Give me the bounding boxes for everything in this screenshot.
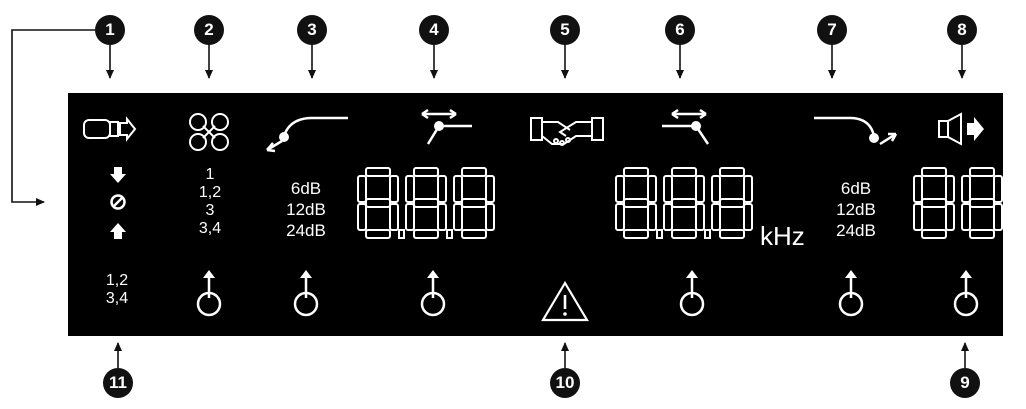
callout-3-badge: 3 xyxy=(297,15,327,45)
lowpass-crossover-icon xyxy=(662,108,710,145)
segment-digit xyxy=(615,167,663,239)
channel-option: 3 xyxy=(205,202,215,219)
segment-digit xyxy=(453,167,495,239)
lowpass-slope-list: 6dB 12dB 24dB xyxy=(826,178,886,241)
output-adjust-knob-icon xyxy=(953,270,979,317)
segment-digit xyxy=(711,167,753,239)
callout-5-badge: 5 xyxy=(550,15,580,45)
callout-2-badge: 2 xyxy=(194,15,224,45)
handshake-icon xyxy=(530,117,604,146)
callout-4-badge: 4 xyxy=(419,15,449,45)
slope-option: 24dB xyxy=(836,221,876,240)
mute-down-arrow-icon xyxy=(110,167,126,183)
lcd-panel xyxy=(68,93,1003,336)
slope-option: 6dB xyxy=(290,179,322,198)
left-segment-display xyxy=(357,167,495,239)
callout-11-badge: 11 xyxy=(103,368,133,398)
highpass-adjust-knob-icon xyxy=(293,270,319,317)
callout-6-badge: 6 xyxy=(665,15,695,45)
segment-digit xyxy=(961,167,1003,239)
channel-option: 3,4 xyxy=(198,220,222,237)
crossover-frequency-icon xyxy=(421,108,472,145)
input-channel-list: 1,2 3,4 xyxy=(105,272,129,307)
callout-10-badge: 10 xyxy=(550,368,580,398)
slope-option: 12dB xyxy=(836,200,876,219)
right-segment-display xyxy=(913,167,1003,239)
channel-adjust-knob-icon xyxy=(196,270,222,317)
callout-1-badge: 1 xyxy=(95,15,125,45)
segment-digit xyxy=(663,167,711,239)
callout-8-badge: 8 xyxy=(947,15,977,45)
channel-option: 1 xyxy=(205,166,215,183)
phase-invert-icon xyxy=(110,194,126,210)
input-plug-icon xyxy=(83,116,137,142)
slope-option: 12dB xyxy=(286,200,326,219)
segment-digit xyxy=(913,167,955,239)
channel-routing-icon xyxy=(189,113,229,151)
callout-9-badge: 9 xyxy=(950,368,980,398)
channel-option: 1,2 xyxy=(198,184,222,201)
frequency-adjust-knob-icon xyxy=(679,270,705,317)
lowpass-adjust-knob-icon xyxy=(838,270,864,317)
speaker-output-icon xyxy=(938,112,984,146)
slope-option: 24dB xyxy=(286,221,326,240)
highpass-filter-icon xyxy=(266,116,348,153)
frequency-unit-label: kHz xyxy=(760,221,805,251)
mute-up-arrow-icon xyxy=(110,223,126,239)
highpass-slope-list: 6dB 12dB 24dB xyxy=(276,178,336,241)
segment-digit xyxy=(405,167,453,239)
channel-mode-list: 1 1,2 3 3,4 xyxy=(190,166,230,238)
warning-icon xyxy=(541,280,589,322)
segment-digit xyxy=(357,167,405,239)
slope-option: 6dB xyxy=(840,179,872,198)
crossover-adjust-knob-icon xyxy=(420,270,446,317)
callout-7-badge: 7 xyxy=(817,15,847,45)
center-segment-display xyxy=(615,167,753,239)
lowpass-filter-icon xyxy=(814,116,898,146)
